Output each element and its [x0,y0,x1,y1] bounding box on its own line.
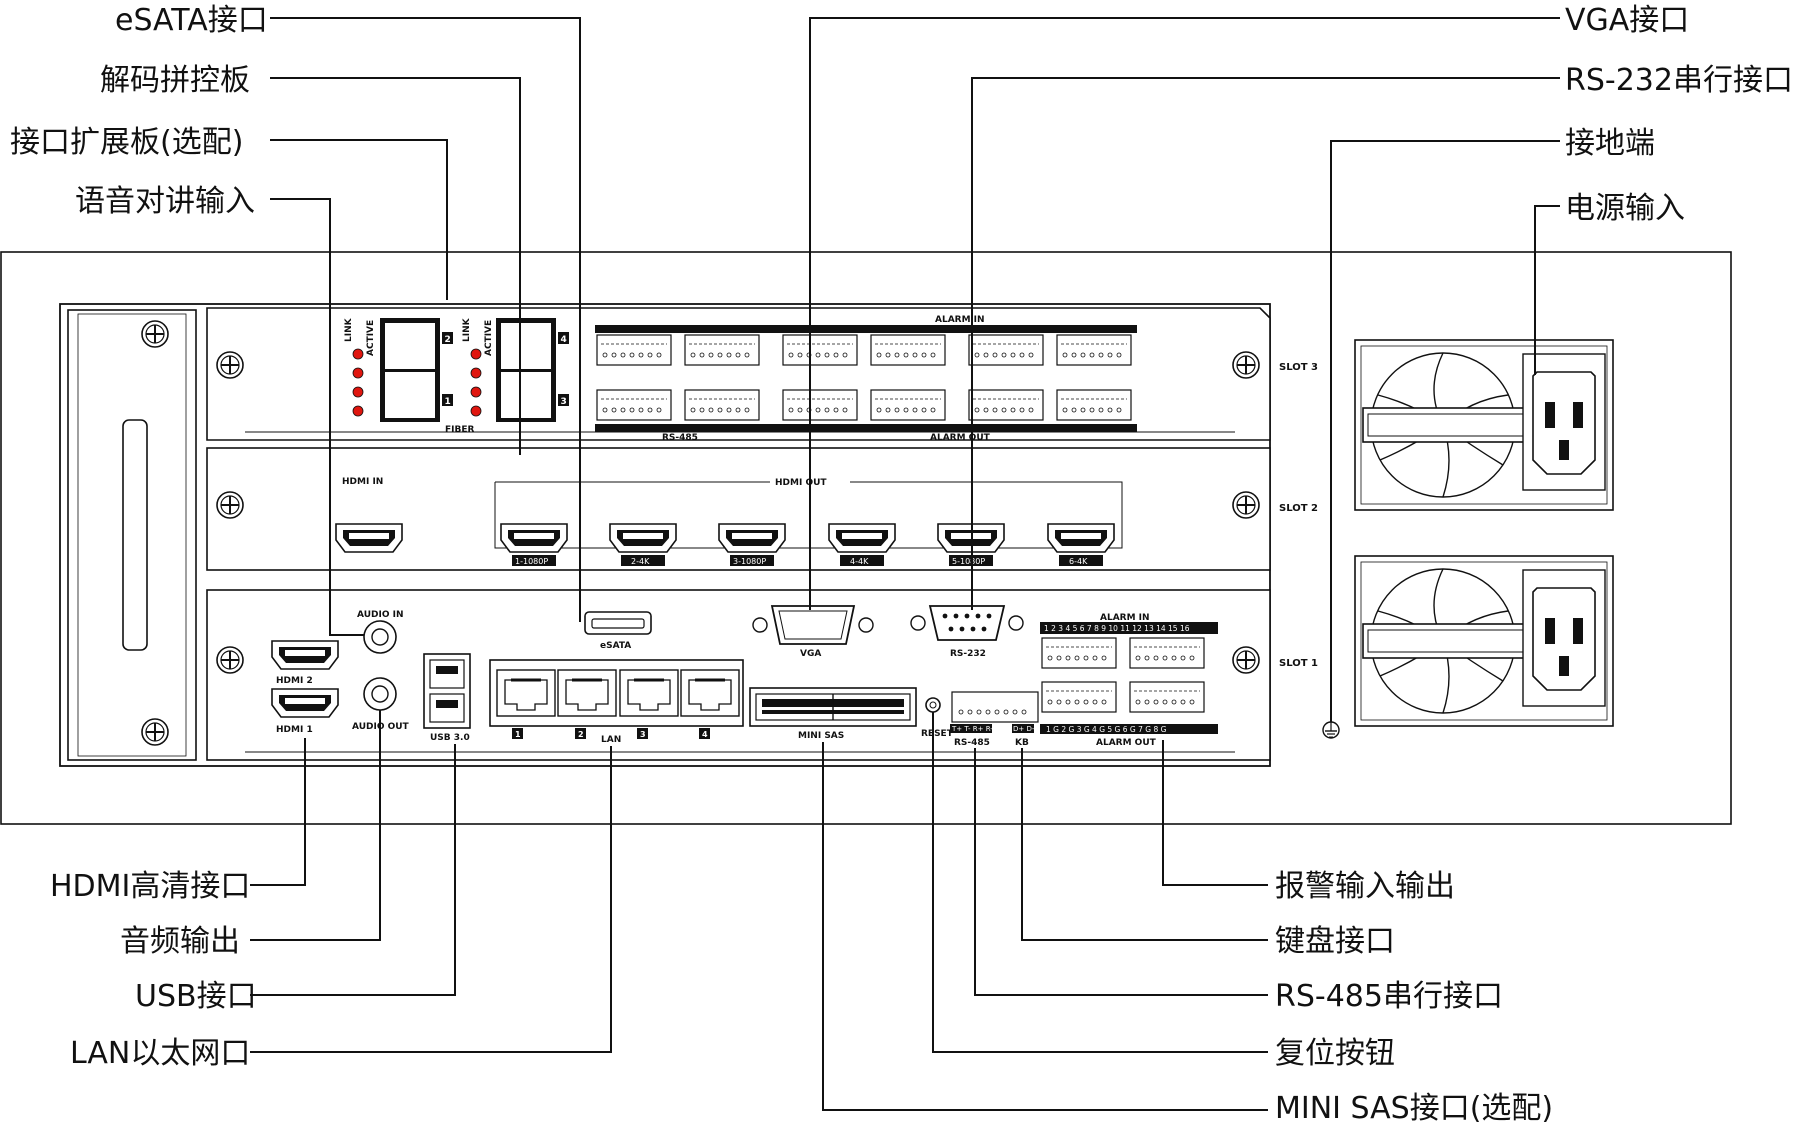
fiber-module-right[interactable]: LINK ACTIVE 4 3 [462,317,569,422]
hdmi-out-label: HDMI OUT [775,478,827,488]
power-supply-bottom[interactable] [1354,555,1614,727]
rs485-kb-terminal[interactable]: T+ T- R+ R- D+ D- RS-485 KB [950,691,1039,748]
callout-hdmi: HDMI高清接口 [50,869,250,904]
svg-text:T+ T- R+ R-: T+ T- R+ R- [951,725,993,733]
svg-text:1-1080P: 1-1080P [515,557,548,566]
svg-text:3: 3 [561,397,567,407]
led [352,386,364,398]
svg-text:4: 4 [561,335,567,345]
left-handle[interactable] [67,309,197,761]
link-label: LINK [462,317,472,342]
svg-text:D+ D-: D+ D- [1013,725,1035,733]
svg-text:USB 3.0: USB 3.0 [430,733,470,743]
hdmi-in-port[interactable] [335,523,403,553]
ground-icon [1322,721,1340,739]
svg-text:1 G 2 G 3 G 4 G 5 G 6 G 7 G 8: 1 G 2 G 3 G 4 G 5 G 6 G 7 G 8 G [1046,725,1167,734]
callout-ground: 接地端 [1565,126,1655,161]
callout-reset: 复位按钮 [1275,1036,1395,1071]
active-label: ACTIVE [366,320,376,356]
hdmi2-port[interactable]: HDMI 2 [271,640,339,686]
lan-ports[interactable]: 1 2 3 4 LAN [489,659,744,745]
hdmi-out-4[interactable]: 4-4K [828,523,896,566]
svg-text:LAN: LAN [601,735,621,745]
svg-text:2: 2 [445,335,451,345]
slot3-label: SLOT 3 [1279,362,1318,373]
power-supply-top[interactable] [1354,339,1614,511]
slot3-alarm-out-label: ALARM OUT [930,433,991,443]
vga-port[interactable]: VGA [752,605,874,659]
svg-text:3: 3 [640,730,646,739]
svg-text:ALARM OUT: ALARM OUT [1096,738,1157,748]
callout-rs232: RS-232串行接口 [1565,63,1793,98]
callout-usb: USB接口 [135,979,257,1014]
rs232-port[interactable]: RS-232 [910,605,1024,659]
esata-port[interactable]: eSATA [584,611,652,651]
callout-power-input: 电源输入 [1565,191,1685,226]
mini-sas-port[interactable]: MINI SAS [749,687,917,741]
hdmi-out-2[interactable]: 2-4K [609,523,677,566]
link-label: LINK [344,317,354,342]
led [470,367,482,379]
leader-lines [250,17,1560,1111]
svg-text:KB: KB [1015,738,1029,748]
callout-keyboard: 键盘接口 [1275,924,1395,959]
svg-text:MINI SAS: MINI SAS [798,731,844,741]
callout-audio-out: 音频输出 [120,924,240,959]
svg-text:5-1080P: 5-1080P [952,557,985,566]
fiber-module-left[interactable]: LINK ACTIVE 2 1 [344,317,453,422]
svg-text:ALARM IN: ALARM IN [1100,613,1150,623]
svg-text:6-4K: 6-4K [1069,557,1088,566]
svg-text:HDMI 1: HDMI 1 [276,725,313,735]
slot3-alarm-in-label: ALARM IN [935,315,985,325]
svg-text:1: 1 [515,730,521,739]
led [470,405,482,417]
slot3-rs485-label: RS-485 [662,433,698,443]
svg-text:3-1080P: 3-1080P [733,557,766,566]
hdmi-out-1[interactable]: 1-1080P [500,523,568,566]
hdmi-out-3[interactable]: 3-1080P [718,523,786,566]
svg-text:1 2 3 4 5 6 7 8 9 10 11 12 13: 1 2 3 4 5 6 7 8 9 10 11 12 13 14 15 16 [1044,624,1190,633]
svg-text:4: 4 [702,730,708,739]
svg-text:VGA: VGA [800,649,821,659]
callout-rs485: RS-485串行接口 [1275,979,1503,1014]
svg-text:HDMI 2: HDMI 2 [276,676,313,686]
hdmi1-port[interactable]: HDMI 1 [271,688,339,735]
slot2-decode-board: SLOT 2 HDMI IN HDMI OUT 1-1080P 2-4K 3-1… [206,447,1318,571]
slot2-label: SLOT 2 [1279,503,1318,514]
svg-text:RESET: RESET [921,729,954,739]
svg-text:4-4K: 4-4K [850,557,869,566]
led [352,367,364,379]
active-label: ACTIVE [484,320,494,356]
callout-esata: eSATA接口 [115,3,268,38]
slot3-expansion-board: SLOT 3 LINK ACTIVE 2 1 LINK ACTIVE [206,307,1318,443]
audio-in-label: AUDIO IN [357,610,403,620]
svg-text:2-4K: 2-4K [631,557,650,566]
callout-lan: LAN以太网口 [70,1036,250,1071]
callout-alarm-io: 报警输入输出 [1275,869,1455,904]
usb30-ports[interactable]: USB 3.0 [423,653,471,743]
fiber-label: FIBER [445,425,475,435]
callout-voice-intercom: 语音对讲输入 [75,184,255,219]
slot1-alarm-terminal[interactable]: ALARM IN 1 2 3 4 5 6 7 8 9 10 11 12 13 1… [1040,613,1218,748]
led [352,405,364,417]
led [352,348,364,360]
svg-text:RS-485: RS-485 [954,738,990,748]
led [470,386,482,398]
callout-vga: VGA接口 [1565,3,1689,38]
slot1-main-board: SLOT 1 HDMI 2 HDMI 1 AUDIO IN AUDIO OUT … [206,589,1318,761]
led [470,348,482,360]
slot1-label: SLOT 1 [1279,658,1318,669]
audio-in-jack[interactable] [363,620,397,654]
svg-text:1: 1 [445,397,451,407]
callout-mini-sas: MINI SAS接口(选配) [1275,1091,1553,1123]
hdmi-out-6[interactable]: 6-4K [1047,523,1115,566]
svg-text:RS-232: RS-232 [950,649,986,659]
callout-expansion-board: 接口扩展板(选配) [10,125,243,160]
audio-out-jack[interactable] [363,677,397,711]
svg-text:eSATA: eSATA [600,641,631,651]
hdmi-in-label: HDMI IN [342,477,383,487]
callout-decode-board: 解码拼控板 [100,63,250,98]
svg-text:2: 2 [578,730,584,739]
